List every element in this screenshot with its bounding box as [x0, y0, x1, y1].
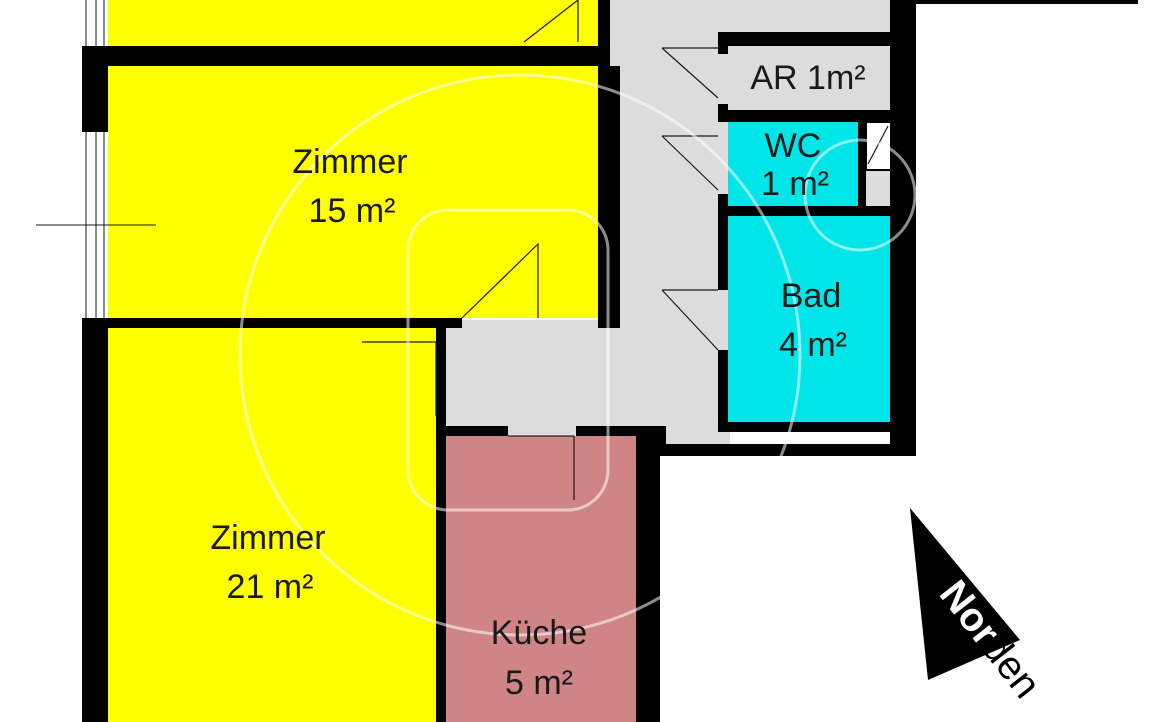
kueche-area: 5 m²: [505, 664, 573, 702]
north-arrow: Norden: [910, 508, 1049, 706]
zimmer-15-name: Zimmer: [292, 143, 407, 181]
kueche-name: Küche: [491, 614, 587, 652]
zimmer-21-area: 21 m²: [227, 568, 314, 606]
door-swings: [362, 0, 889, 500]
wc-area: 1 m²: [761, 165, 829, 203]
compass-arrow-icon: [910, 508, 1020, 680]
room-ar: [728, 46, 890, 110]
room-zimmer-15: [108, 66, 598, 318]
zimmer-15-area: 15 m²: [309, 192, 396, 230]
bad-area: 4 m²: [779, 326, 847, 364]
room-bad: [728, 216, 890, 422]
ar-label: AR 1m²: [750, 59, 865, 97]
room-wc: [728, 122, 858, 206]
bad-name: Bad: [781, 277, 842, 315]
zimmer-21-name: Zimmer: [210, 519, 325, 557]
watermark: [238, 73, 917, 637]
walls: [82, 0, 1138, 722]
room-zimmer-21: [108, 328, 436, 722]
window-marks: [36, 0, 156, 318]
room-zimmer-top: [108, 0, 598, 46]
wc-name: WC: [765, 127, 822, 165]
